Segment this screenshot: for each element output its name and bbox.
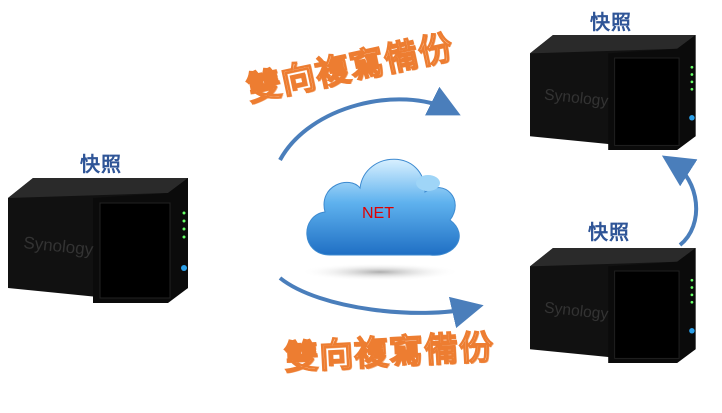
snapshot-label-top-right: 快照 bbox=[590, 10, 632, 34]
nas-brand: Synology bbox=[543, 86, 609, 110]
cloud-shadow bbox=[300, 263, 460, 281]
nas-top-right: Synology bbox=[529, 34, 697, 151]
nas-left: Synology bbox=[7, 177, 189, 304]
nas-brand: Synology bbox=[543, 299, 609, 323]
snapshot-label-left: 快照 bbox=[80, 152, 122, 176]
snapshot-label-bottom-right: 快照 bbox=[588, 220, 630, 244]
replication-arrow-top bbox=[278, 86, 461, 161]
cloud-label: NET bbox=[362, 205, 394, 222]
replication-arrow-bottom bbox=[278, 276, 484, 329]
snapshot-arrow-right bbox=[661, 155, 699, 247]
nas-bottom-right: Synology bbox=[529, 247, 697, 364]
cloud-icon bbox=[306, 158, 460, 256]
